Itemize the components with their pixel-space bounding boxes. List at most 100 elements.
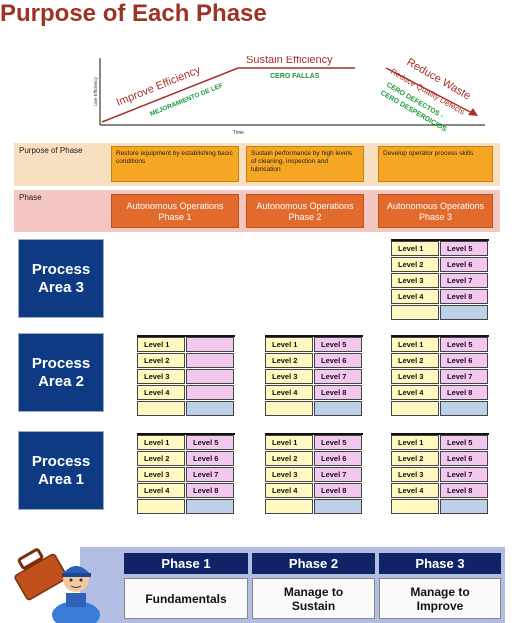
- purpose-box-2: Sustain performance by high levels of cl…: [246, 146, 364, 182]
- grid-top-rule: [391, 335, 489, 337]
- level-cell: Level 5: [186, 435, 234, 450]
- level-cell: Level 1: [391, 337, 439, 352]
- empty-level-cell: [186, 385, 234, 400]
- level-cell: Level 8: [314, 483, 362, 498]
- level-cell: Level 4: [265, 385, 313, 400]
- waste-line: [385, 67, 475, 115]
- arrow-head-icon: [468, 108, 478, 116]
- process-area-1-line2: Area 1: [38, 470, 84, 488]
- level-cell: Level 7: [186, 467, 234, 482]
- bottom-phase-3-line2: Improve: [416, 598, 464, 613]
- level-cell: Level 2: [265, 451, 313, 466]
- empty-level-cell: [314, 499, 362, 514]
- level-cell: Level 4: [137, 385, 185, 400]
- sustain-label: Sustain Efficiency: [246, 56, 333, 66]
- phase-box-2-line1: Autonomous Operations: [256, 201, 354, 211]
- empty-level-cell: [391, 401, 439, 416]
- phase-box-1-line2: Phase 1: [158, 212, 192, 222]
- level-cell: Level 5: [314, 337, 362, 352]
- empty-level-cell: [440, 401, 488, 416]
- level-cell: Level 3: [265, 369, 313, 384]
- level-cell: Level 4: [391, 385, 439, 400]
- process-area-1-line1: Process: [31, 452, 91, 470]
- bottom-phase-1-line1: Fundamentals: [145, 591, 227, 606]
- process-area-3-line1: Process: [31, 260, 91, 278]
- level-cell: Level 2: [391, 353, 439, 368]
- empty-level-cell: [265, 401, 313, 416]
- purpose-label: Purpose of Phase: [19, 146, 83, 155]
- process-area-2-line1: Process: [31, 354, 91, 372]
- empty-level-cell: [186, 401, 234, 416]
- bottom-phase-1-head: Phase 1: [124, 553, 248, 574]
- purpose-box-1: Restore equipment by establishing basic …: [111, 146, 239, 182]
- level-cell: Level 1: [391, 435, 439, 450]
- empty-level-cell: [440, 499, 488, 514]
- purpose-box-3: Develop operator process skills: [378, 146, 493, 182]
- level-cell: Level 8: [186, 483, 234, 498]
- level-cell: Level 1: [137, 337, 185, 352]
- empty-level-cell: [186, 353, 234, 368]
- page-title: Purpose of Each Phase: [0, 0, 267, 27]
- level-cell: Level 3: [391, 369, 439, 384]
- grid-top-rule: [265, 433, 363, 435]
- level-cell: Level 3: [137, 467, 185, 482]
- level-cell: Level 1: [265, 337, 313, 352]
- empty-level-cell: [391, 499, 439, 514]
- grid-top-rule: [137, 433, 235, 435]
- empty-level-cell: [186, 499, 234, 514]
- empty-level-cell: [440, 305, 488, 320]
- level-cell: Level 8: [440, 483, 488, 498]
- y-axis-label: Line Efficiency: [93, 76, 98, 106]
- level-cell: Level 7: [440, 467, 488, 482]
- empty-level-cell: [137, 499, 185, 514]
- phase-box-3-line2: Phase 3: [418, 212, 453, 222]
- level-cell: Level 4: [391, 483, 439, 498]
- level-cell: Level 8: [314, 385, 362, 400]
- level-cell: Level 3: [391, 273, 439, 288]
- bottom-phase-2-line1: Manage to: [283, 584, 344, 599]
- level-cell: Level 6: [440, 451, 488, 466]
- grid-top-rule: [391, 433, 489, 435]
- level-cell: Level 5: [314, 435, 362, 450]
- level-cell: Level 7: [440, 369, 488, 384]
- phase-box-3: Autonomous Operations Phase 3: [378, 194, 493, 228]
- worker-with-toolbox-icon: [14, 548, 100, 623]
- empty-level-cell: [314, 401, 362, 416]
- level-cell: Level 6: [440, 353, 488, 368]
- phase-box-1-line1: Autonomous Operations: [126, 201, 224, 211]
- empty-level-cell: [265, 499, 313, 514]
- level-cell: Level 8: [440, 289, 488, 304]
- level-cell: Level 1: [265, 435, 313, 450]
- phase-box-2: Autonomous Operations Phase 2: [246, 194, 364, 228]
- level-cell: Level 2: [391, 451, 439, 466]
- level-cell: Level 4: [137, 483, 185, 498]
- level-cell: Level 2: [265, 353, 313, 368]
- level-cell: Level 5: [440, 241, 488, 256]
- level-cell: Level 5: [440, 337, 488, 352]
- level-cell: Level 4: [391, 289, 439, 304]
- empty-level-cell: [391, 305, 439, 320]
- empty-level-cell: [186, 337, 234, 352]
- level-cell: Level 1: [391, 241, 439, 256]
- level-cell: Level 2: [137, 451, 185, 466]
- level-cell: Level 6: [440, 257, 488, 272]
- grid-top-rule: [391, 239, 489, 241]
- level-cell: Level 3: [265, 467, 313, 482]
- process-area-2-line2: Area 2: [38, 372, 84, 390]
- level-cell: Level 4: [265, 483, 313, 498]
- phase-box-3-line1: Autonomous Operations: [386, 201, 485, 211]
- level-cell: Level 6: [314, 451, 362, 466]
- process-area-3-line2: Area 3: [38, 278, 84, 296]
- bottom-phase-1-sub: Fundamentals: [124, 578, 248, 619]
